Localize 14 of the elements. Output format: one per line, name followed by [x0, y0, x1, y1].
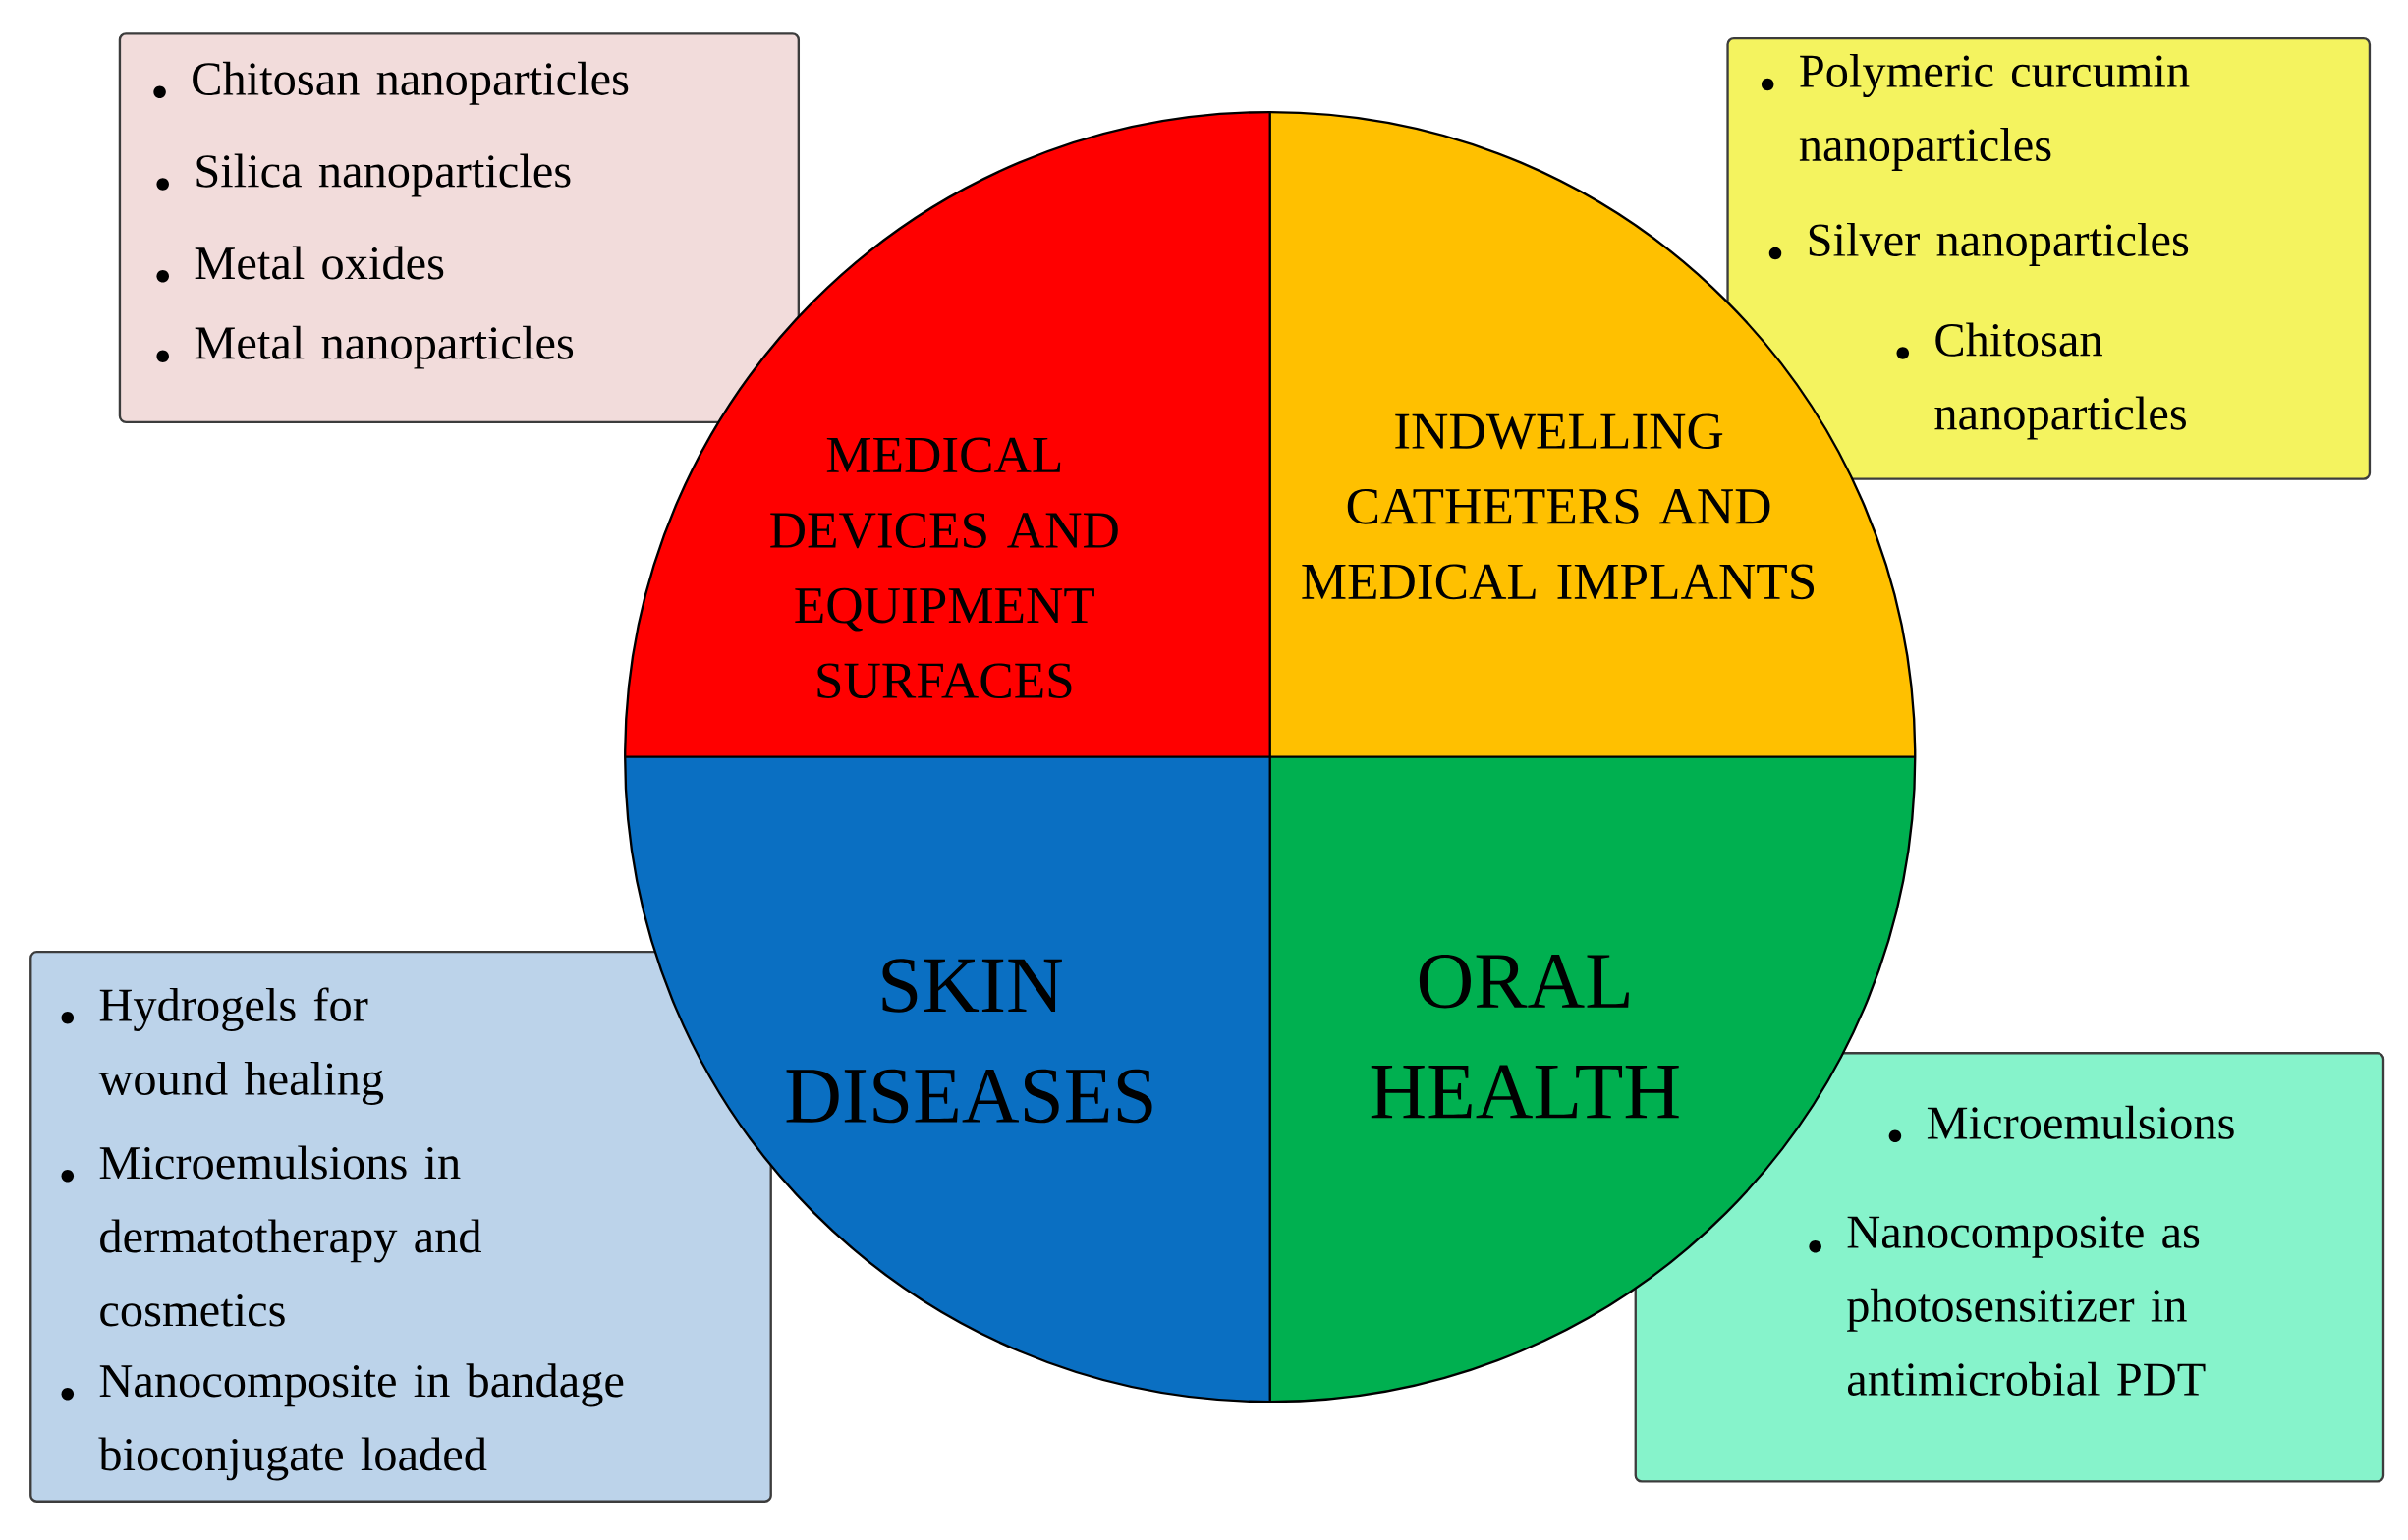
bullet-item: Hydrogels for wound healing: [98, 987, 384, 1106]
quadrant-segment: MEDICAL DEVICES AND EQUIPMENT SURFACES: [625, 112, 1270, 757]
bullet-item: Metal oxides: [195, 246, 444, 280]
bullet-item: Nanocomposite in bandage bioconjugate loaded: [98, 1363, 624, 1481]
bullet-item: Chitosan nanoparticles: [1934, 322, 2186, 440]
quadrant-segment: SKIN DISEASES: [625, 756, 1270, 1402]
text-box: [1726, 37, 2372, 480]
text-box: [29, 951, 772, 1503]
bullet-item: Silica nanoparticles: [196, 153, 571, 197]
text-box: [118, 32, 800, 424]
bullet-item: Metal nanoparticles: [195, 325, 574, 369]
bullet-item: Microemulsions: [1927, 1105, 2234, 1139]
bullet-item: Chitosan nanoparticles: [193, 61, 629, 105]
bullet-item: Microemulsions in dermatotherapy and cosmetics: [99, 1145, 481, 1327]
